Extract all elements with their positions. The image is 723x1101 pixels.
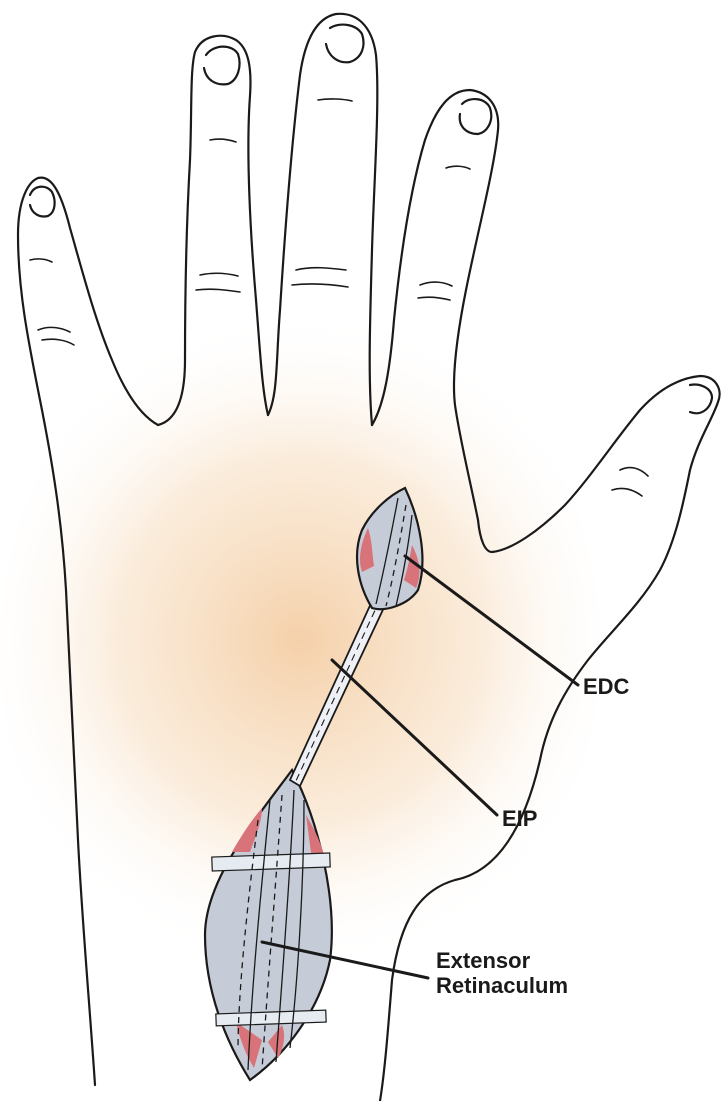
- index-finger-nail: [460, 99, 492, 134]
- retinaculum-label-line2: Retinaculum: [436, 973, 568, 998]
- eip-label: EIP: [502, 806, 537, 831]
- thumb-nail: [690, 385, 712, 414]
- ring-finger-nail: [204, 47, 240, 85]
- retinaculum-label-line1: Extensor: [436, 948, 531, 973]
- finger-nails: [30, 25, 491, 217]
- middle-finger-nail: [326, 25, 364, 63]
- edc-label: EDC: [583, 674, 630, 699]
- little-finger-nail: [30, 187, 55, 217]
